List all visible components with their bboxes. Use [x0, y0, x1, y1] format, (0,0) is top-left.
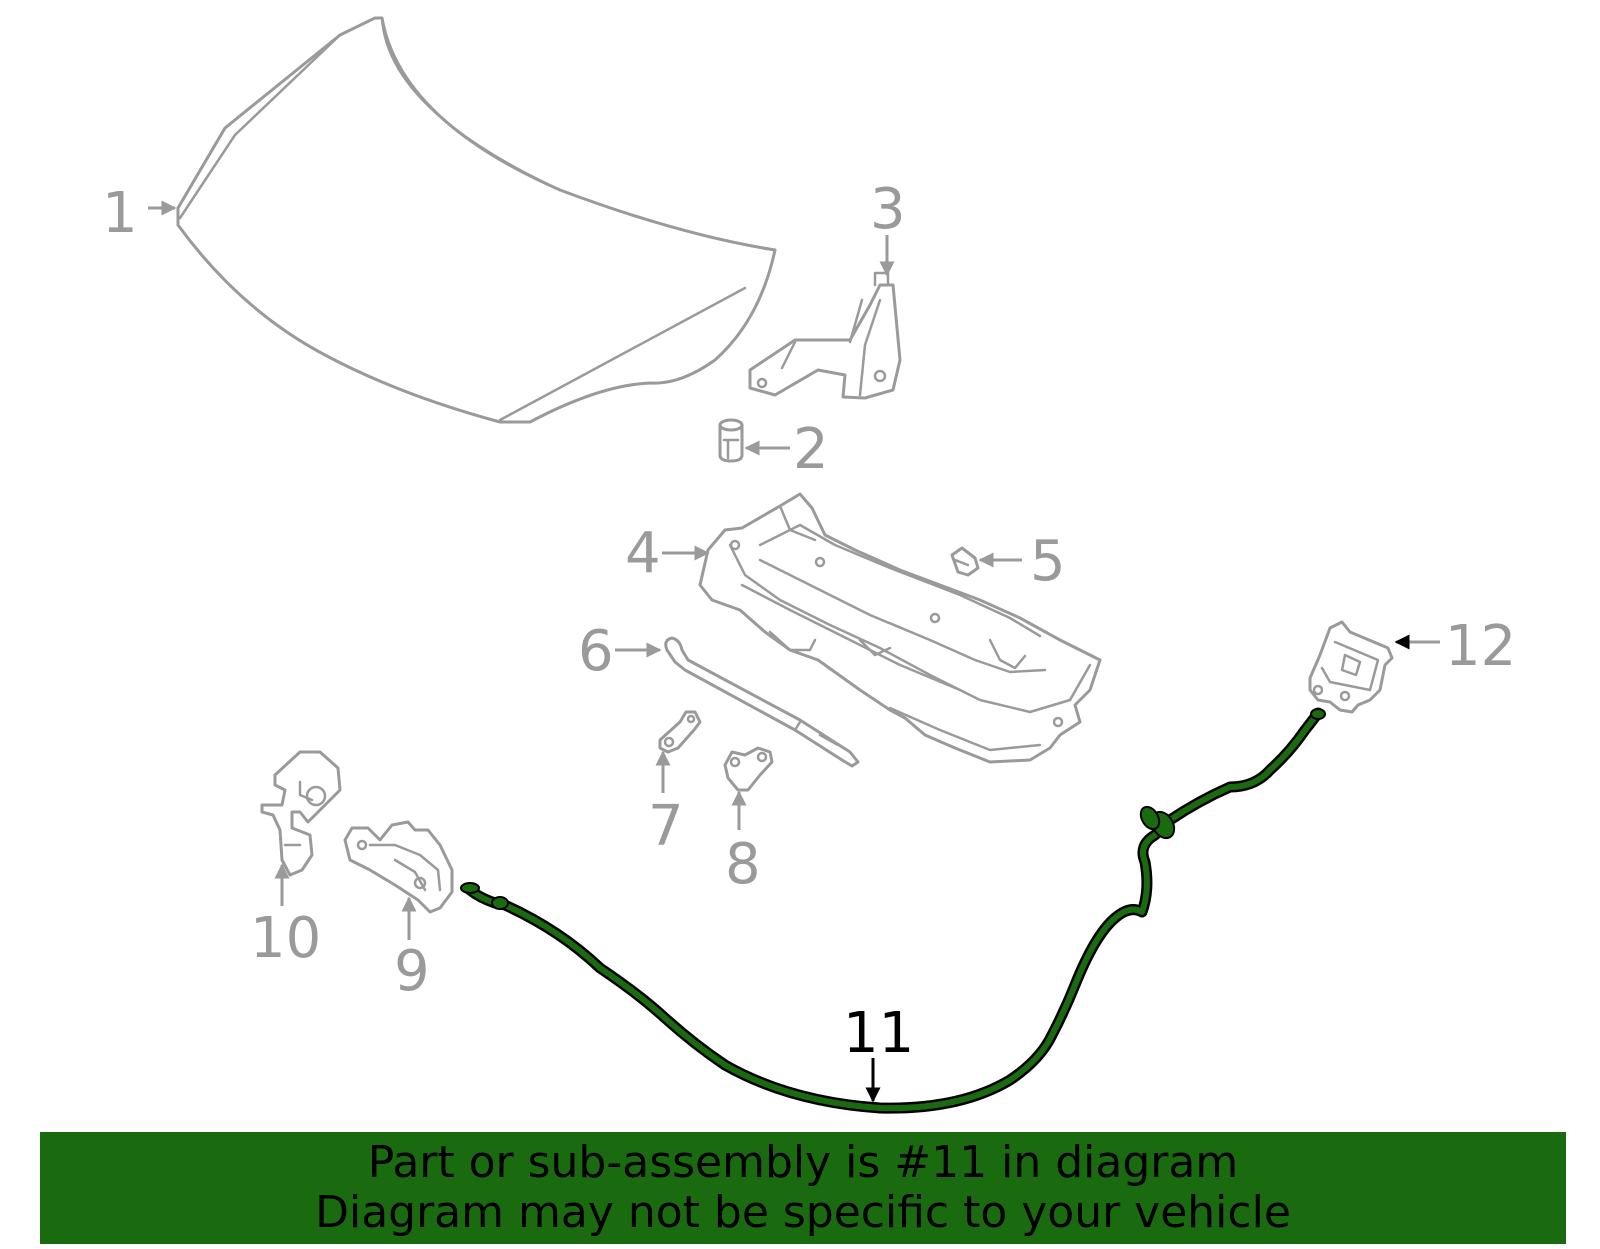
- callout-3: 3: [870, 177, 906, 242]
- hood-hinge-part[interactable]: [748, 271, 902, 400]
- callout-7: 7: [648, 794, 684, 859]
- callout-12: 12: [1445, 614, 1516, 679]
- callout-2: 2: [793, 417, 829, 482]
- banner-line-disclaimer: Diagram may not be specific to your vehi…: [315, 1187, 1291, 1238]
- callout-6: 6: [578, 619, 614, 684]
- bracket-part-7[interactable]: [658, 710, 702, 754]
- callout-4: 4: [625, 521, 661, 586]
- latch-support-part[interactable]: [260, 750, 342, 877]
- prop-rod-part[interactable]: [664, 636, 860, 768]
- release-handle-part[interactable]: [1308, 620, 1394, 714]
- callout-8: 8: [725, 832, 761, 897]
- callout-5: 5: [1030, 529, 1066, 594]
- callout-11: 11: [843, 1001, 914, 1066]
- hood-insulator-part[interactable]: [698, 492, 1102, 764]
- callout-9: 9: [394, 939, 430, 1004]
- hood-bumper-part[interactable]: [718, 418, 744, 463]
- hood-panel-part[interactable]: [176, 16, 777, 424]
- hood-latch-part[interactable]: [343, 820, 454, 914]
- callout-10: 10: [250, 906, 321, 971]
- leader-arrows: [148, 200, 1440, 1103]
- bracket-part-8[interactable]: [723, 746, 774, 792]
- clip-part[interactable]: [950, 546, 980, 577]
- info-banner: Part or sub-assembly is #11 in diagram D…: [40, 1132, 1566, 1244]
- banner-line-part-number: Part or sub-assembly is #11 in diagram: [367, 1137, 1239, 1188]
- callout-labels: 1 3 2 4 5 6 7 8 9 10 11 12: [102, 177, 1516, 1066]
- callout-1: 1: [102, 181, 138, 246]
- release-cable-part[interactable]: [460, 707, 1326, 1114]
